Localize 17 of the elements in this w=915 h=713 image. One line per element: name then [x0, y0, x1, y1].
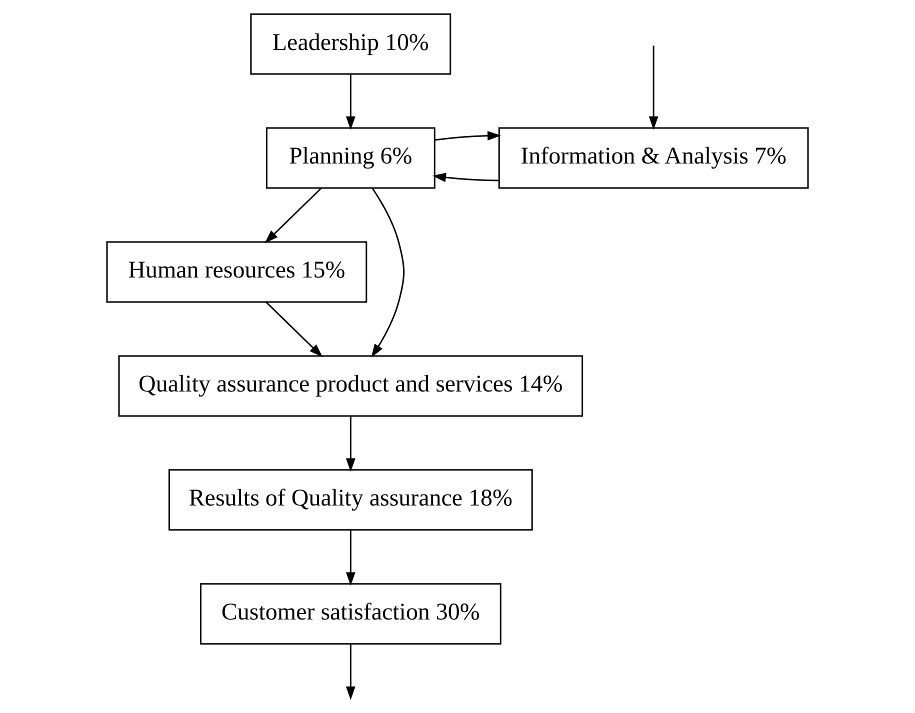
- arrow: [266, 302, 323, 358]
- node-box: Planning 6%: [266, 127, 436, 189]
- node-box: Information & Analysis 7%: [498, 127, 809, 189]
- arrow: [434, 131, 502, 141]
- arrow: [264, 188, 322, 244]
- node-box: Results of Quality assurance 18%: [168, 469, 533, 531]
- node-box: Human resources 15%: [106, 241, 368, 303]
- node-box: Customer satisfaction 30%: [200, 583, 502, 645]
- arrow: [346, 530, 356, 586]
- arrow: [346, 644, 356, 700]
- arrow: [346, 74, 356, 130]
- arrow: [371, 188, 405, 358]
- arrow: [432, 172, 499, 182]
- node-box: Quality assurance product and services 14%: [118, 355, 584, 417]
- arrow: [346, 416, 356, 472]
- arrow: [648, 46, 658, 130]
- node-box: Leadership 10%: [250, 13, 452, 75]
